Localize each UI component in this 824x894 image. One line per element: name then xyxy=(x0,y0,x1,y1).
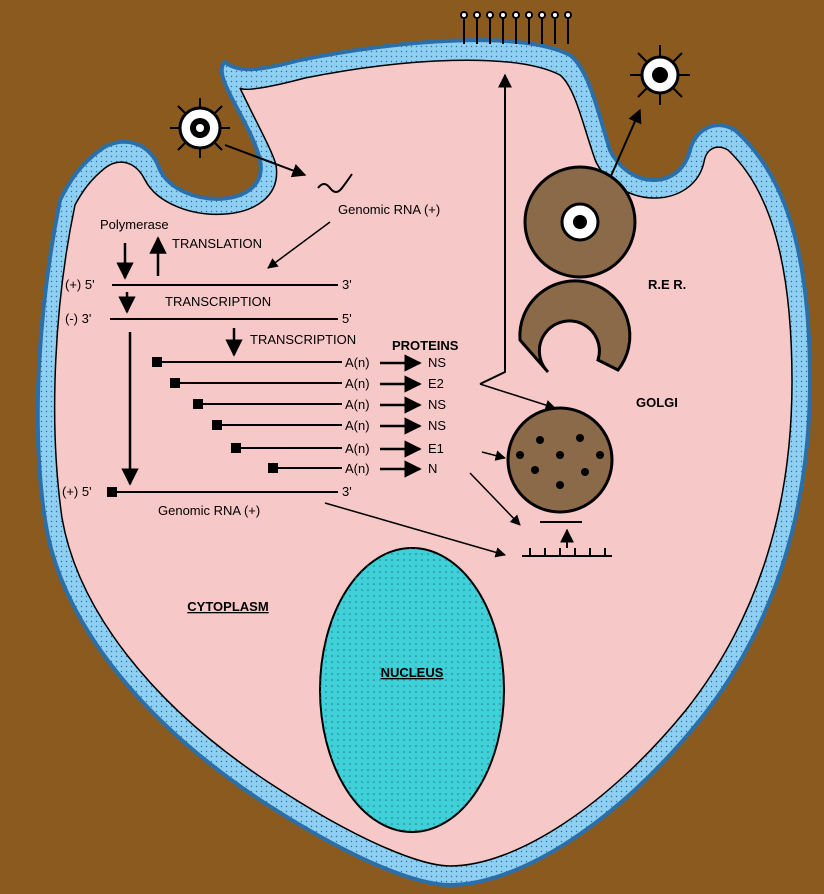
bottom-plus-5prime-label: (+) 5' xyxy=(62,484,92,499)
minus-strand-3prime-label: (-) 3' xyxy=(65,311,91,326)
transcription-label-2: TRANSCRIPTION xyxy=(250,332,356,347)
polymerase-label: Polymerase xyxy=(100,217,169,232)
bottom-rna-cap xyxy=(107,487,117,497)
mrna-tail: A(n) xyxy=(345,397,370,412)
protein-label: NS xyxy=(428,397,446,412)
mrna-tail: A(n) xyxy=(345,376,370,391)
minus-strand-5prime-label: 5' xyxy=(342,311,352,326)
golgi-vesicle xyxy=(508,408,612,512)
golgi-label: GOLGI xyxy=(636,395,678,410)
bottom-3prime-label: 3' xyxy=(342,484,352,499)
translation-label: TRANSLATION xyxy=(172,236,262,251)
plus-strand-3prime-label: 3' xyxy=(342,277,352,292)
protein-label: E1 xyxy=(428,441,444,456)
protein-label: N xyxy=(428,461,437,476)
transcription-label-1: TRANSCRIPTION xyxy=(165,294,271,309)
rer-core xyxy=(573,215,587,229)
budding-virus-icon xyxy=(630,45,690,105)
rer-label: R.E R. xyxy=(648,277,686,292)
mrna-tail: A(n) xyxy=(345,418,370,433)
genomic-rna-bottom-label: Genomic RNA (+) xyxy=(158,503,260,518)
genomic-rna-top-label: Genomic RNA (+) xyxy=(338,202,440,217)
entering-virus-icon xyxy=(170,98,230,158)
membrane-spikes xyxy=(461,12,571,44)
mrna-tail: A(n) xyxy=(345,441,370,456)
protein-label: NS xyxy=(428,355,446,370)
nucleus-label: NUCLEUS xyxy=(381,665,444,680)
protein-label: E2 xyxy=(428,376,444,391)
plus-strand-5prime-label: (+) 5' xyxy=(65,277,95,292)
nucleus-texture xyxy=(320,548,504,832)
mrna-tail: A(n) xyxy=(345,461,370,476)
proteins-header: PROTEINS xyxy=(392,338,459,353)
protein-label: NS xyxy=(428,418,446,433)
cytoplasm-label: CYTOPLASM xyxy=(187,599,268,614)
mrna-tail: A(n) xyxy=(345,355,370,370)
